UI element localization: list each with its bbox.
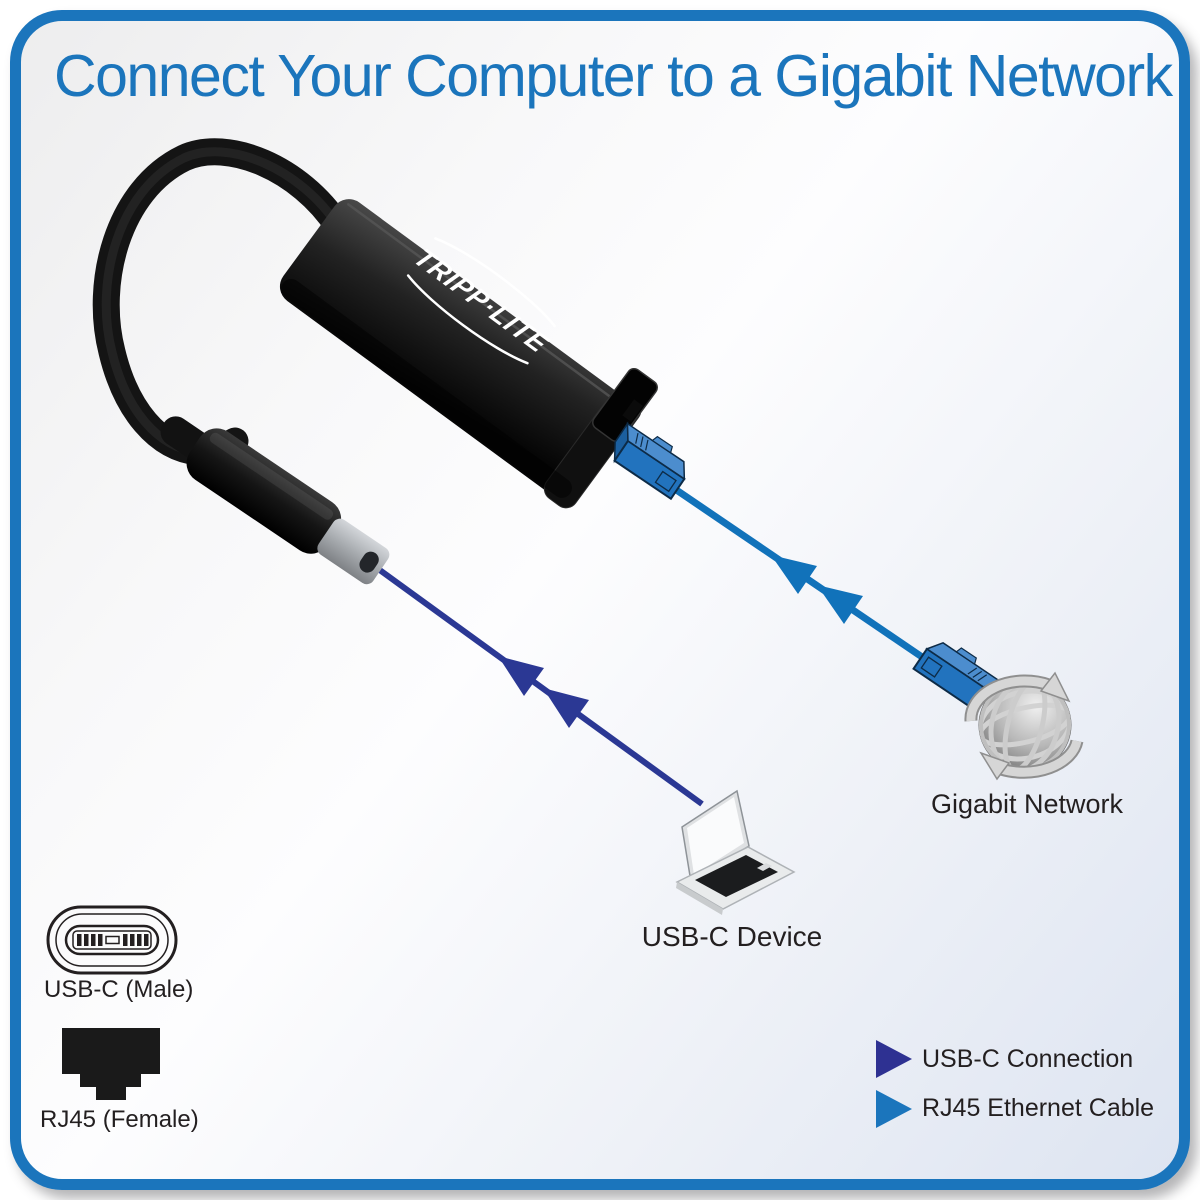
rj45-female-label: RJ45 (Female) <box>40 1106 199 1133</box>
usb-c-device-label: USB-C Device <box>641 921 823 952</box>
legend-rj45-label: RJ45 Ethernet Cable <box>922 1094 1155 1122</box>
gigabit-network-label: Gigabit Network <box>930 789 1124 819</box>
legend-usb-c-label: USB-C Connection <box>922 1045 1134 1073</box>
rounded-frame <box>10 10 1190 1190</box>
page-title: Connect Your Computer to a Gigabit Netwo… <box>54 43 1173 109</box>
usb-c-male-label: USB-C (Male) <box>44 976 194 1003</box>
